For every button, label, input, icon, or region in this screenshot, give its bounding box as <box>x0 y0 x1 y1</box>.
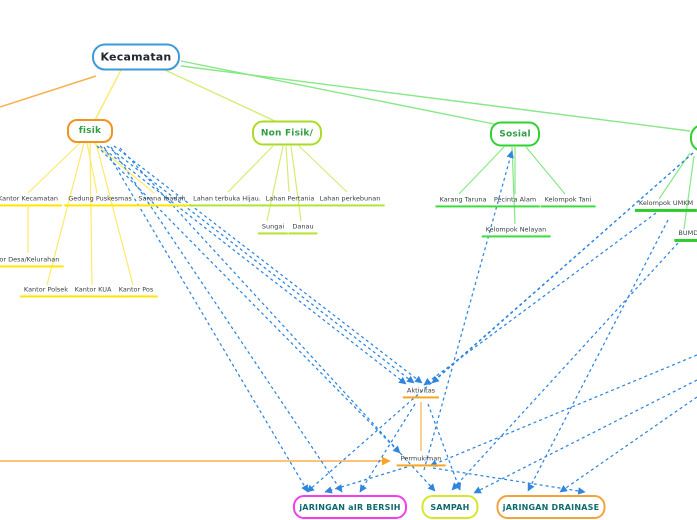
tree-branch-lines <box>0 60 695 466</box>
leaf-label-sarana-ibadah[interactable]: Sarana Ibadah <box>134 195 190 207</box>
relation-arrow-lines <box>96 145 697 495</box>
relation-arrow <box>527 219 669 492</box>
node-non-fisik[interactable]: Non Fisik/ <box>252 120 322 146</box>
branch-line <box>95 142 134 286</box>
relation-arrow <box>96 145 401 454</box>
leaf-label-karang-taruna[interactable]: Karang Taruna <box>435 196 491 208</box>
branch-line <box>266 145 284 222</box>
relation-arrow <box>106 145 415 384</box>
branch-line <box>525 146 566 195</box>
branch-line <box>227 145 274 193</box>
relation-arrow <box>427 403 462 491</box>
relation-arrow <box>306 152 694 493</box>
node-jaringan-drainase[interactable]: jARINGAN DRAINASE <box>496 495 606 519</box>
branch-line <box>180 65 691 132</box>
branch-line <box>180 60 495 125</box>
leaf-label-danau[interactable]: Danau <box>288 223 318 235</box>
branch-line <box>93 142 155 194</box>
relation-arrow <box>423 212 657 386</box>
leaf-label-kantor-kua[interactable]: Kantor KUA <box>70 286 116 298</box>
leaf-label-bumdes[interactable]: BUMDes <box>674 229 697 243</box>
branch-line <box>511 146 516 225</box>
leaf-label-kantor-desa-kelurahan[interactable]: Kantor Desa/Kelurahan <box>0 256 64 268</box>
branch-line <box>94 69 122 121</box>
branch-line <box>86 142 98 194</box>
leaf-label-lahan-pertania[interactable]: Lahan Pertania <box>261 195 319 207</box>
leaf-label-kelompok-tani[interactable]: Kelompok Tani <box>540 196 596 208</box>
node-sosial[interactable]: Sosial <box>490 121 540 147</box>
node-kecamatan[interactable]: Kecamatan <box>92 43 180 71</box>
relation-arrow <box>473 379 697 494</box>
branch-line <box>285 145 290 193</box>
branch-line <box>290 145 302 222</box>
leaf-label-sungai[interactable]: Sungai <box>257 223 289 235</box>
leaf-label-kantor-kecamatan[interactable]: Kantor Kecamatan <box>0 195 62 207</box>
relation-arrow <box>432 467 586 495</box>
relation-arrow <box>423 150 514 471</box>
relation-arrow <box>429 354 697 467</box>
branch-line <box>164 69 278 123</box>
branch-line <box>298 145 348 193</box>
leaf-label-lahan-perkebunan[interactable]: Lahan perkebunan <box>315 195 385 207</box>
branch-line <box>89 142 93 286</box>
relation-arrow <box>99 145 407 385</box>
relation-arrow <box>559 396 697 493</box>
relation-arrow <box>359 403 416 493</box>
branch-line <box>683 155 695 230</box>
node-jaringan-air-bersih[interactable]: jARINGAN aIR BERSIH <box>293 495 407 519</box>
leaf-label-gedung-puskesmas[interactable]: Gedung Puskesmas <box>64 195 136 207</box>
leaf-label-pecinta-alam[interactable]: Pecinta Alam <box>489 196 541 208</box>
branch-line <box>458 146 505 195</box>
leaf-label-lahan-terbuka-hijau[interactable]: Lahan terbuka Hijau. <box>189 195 265 207</box>
branch-line <box>0 75 97 108</box>
relation-arrow <box>113 145 423 384</box>
node-fisik[interactable]: fisik <box>67 119 113 143</box>
branch-line <box>46 142 85 286</box>
leaf-label-kelompok-umkm[interactable]: Kelompok UMKM <box>634 199 697 213</box>
relation-arrow <box>324 466 408 494</box>
branch-line <box>658 152 691 200</box>
relation-arrow <box>103 146 309 493</box>
node-sampah[interactable]: SAMPAH <box>421 495 479 519</box>
leaf-label-kelompok-nelayan[interactable]: Kelompok Nelayan <box>481 226 551 238</box>
leaf-label-kantor-pos[interactable]: Kantor Pos <box>114 286 158 298</box>
relation-arrow <box>451 242 679 491</box>
branch-line <box>27 142 81 194</box>
leaf-label-aktivitas[interactable]: Aktivitas <box>402 387 440 399</box>
leaf-label-kantor-polsek[interactable]: Kantor Polsek <box>19 286 73 298</box>
leaf-label-permukiman[interactable]: Permukiman <box>396 455 446 467</box>
